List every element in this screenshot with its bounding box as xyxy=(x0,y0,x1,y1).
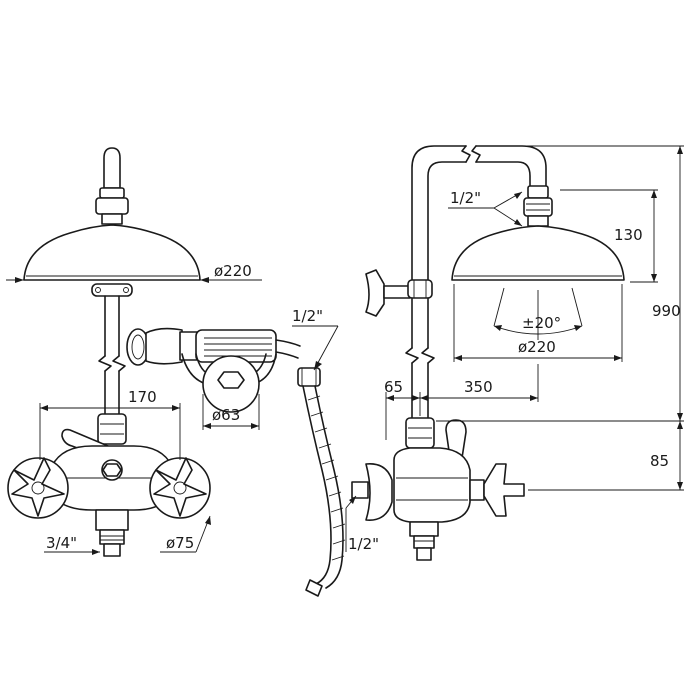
side-shower-head xyxy=(451,225,625,281)
side-view: ±20° ø220 1/2" 130 990 xyxy=(345,145,684,561)
head-height-label: 130 xyxy=(614,226,643,244)
front-head-diameter-label: ø220 xyxy=(214,262,252,280)
rose-diameter-label: ø63 xyxy=(212,406,240,424)
side-outlet xyxy=(409,521,439,537)
side-handle xyxy=(483,463,525,517)
swivel-angle-label: ±20° xyxy=(522,314,561,332)
handle-diameter-label: ø75 xyxy=(166,534,194,552)
side-wall-flange xyxy=(365,463,393,521)
arm-reach-label: 350 xyxy=(464,378,493,396)
front-shower-head xyxy=(23,224,201,281)
outlet-connection-label: 1/2" xyxy=(348,535,379,553)
mixer-centers-label: 170 xyxy=(128,388,157,406)
side-wall-bracket xyxy=(365,269,385,317)
hose-connection-label: 1/2" xyxy=(292,307,323,325)
hose xyxy=(297,367,346,597)
head-connection-label: 1/2" xyxy=(450,189,481,207)
side-head-collar xyxy=(527,185,549,199)
side-mixer-body xyxy=(393,447,471,523)
front-head-stem xyxy=(103,147,121,189)
wall-offset-label: 65 xyxy=(384,378,403,396)
side-riser-clamp xyxy=(407,279,433,299)
front-spout xyxy=(95,509,129,531)
side-head-diameter-label: ø220 xyxy=(518,338,556,356)
side-riser-outer xyxy=(411,145,467,297)
inlet-size-label: 3/4" xyxy=(46,534,77,552)
front-view: ø220 xyxy=(6,147,301,557)
hose-line xyxy=(302,385,332,585)
side-mixer xyxy=(351,417,525,561)
front-arm-bracket xyxy=(91,283,133,297)
total-height-label: 990 xyxy=(652,302,681,320)
front-head-collar xyxy=(99,187,125,199)
front-head-neck xyxy=(101,213,123,225)
side-head-nut xyxy=(523,197,553,217)
front-hand-shower xyxy=(126,327,301,413)
front-mixer xyxy=(7,413,211,557)
mixer-height-label: 85 xyxy=(650,452,669,470)
front-head-nut xyxy=(95,197,129,215)
side-diverter-lever xyxy=(445,419,467,459)
